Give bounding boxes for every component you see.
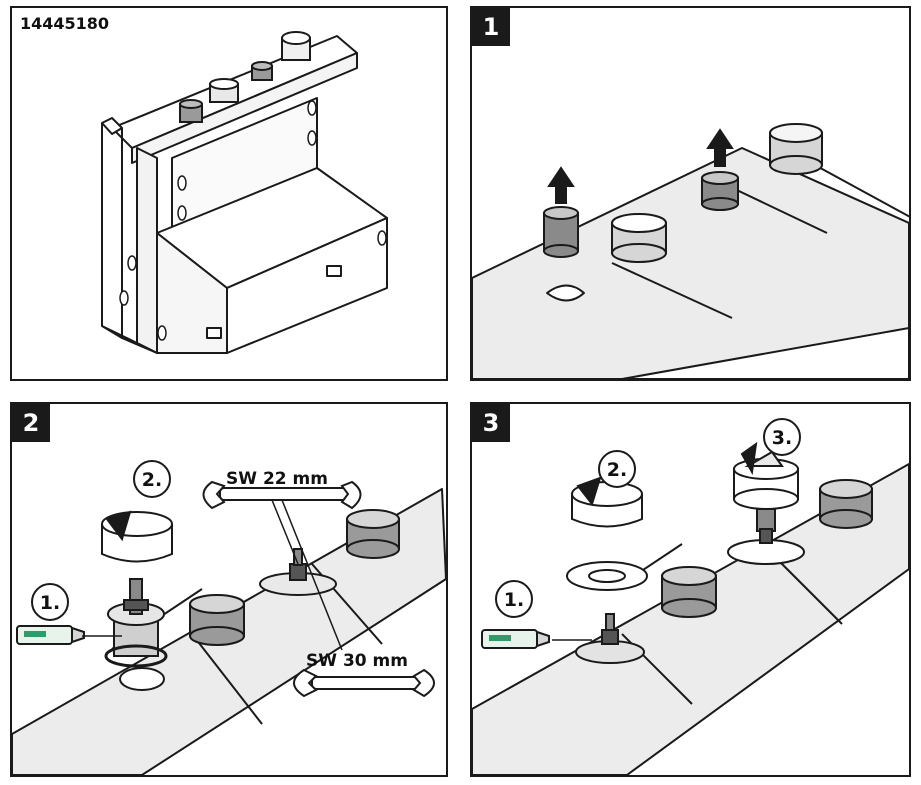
step-3-substep-2: 2. bbox=[607, 459, 627, 481]
substep-3-circle bbox=[763, 418, 801, 456]
deck-hole bbox=[119, 667, 165, 691]
step-2-substep-2: 2. bbox=[142, 469, 162, 491]
mounting-frame-illustration bbox=[101, 31, 388, 354]
wrench-30-jaw-right bbox=[412, 668, 435, 698]
article-number: 14445180 bbox=[20, 14, 110, 33]
wrench-30-jaw-left bbox=[293, 668, 318, 698]
step-2-substep-1: 1. bbox=[40, 592, 60, 614]
substep-1-circle bbox=[31, 583, 69, 621]
wrench-30-leader bbox=[281, 499, 343, 651]
wrench-30-handle bbox=[311, 676, 423, 690]
wrench-size-22: SW 22 mm bbox=[226, 469, 328, 489]
handle-lever bbox=[744, 450, 784, 467]
substep-1-circle bbox=[495, 580, 533, 618]
o-ring bbox=[104, 644, 168, 668]
rotate-arrow-icon-2 bbox=[740, 441, 758, 476]
step-3-substep-3: 3. bbox=[772, 427, 792, 449]
substep-2-circle bbox=[598, 450, 636, 488]
step-1-panel: 1 bbox=[470, 6, 911, 381]
step-3-substep-1: 1. bbox=[504, 589, 524, 611]
step-2-panel: 2. 1. bbox=[10, 402, 448, 777]
overview-panel: 14445180 bbox=[10, 6, 448, 381]
arrow-up-icon-2 bbox=[706, 128, 734, 167]
wrench-22-jaw-left bbox=[202, 480, 226, 510]
step-3-badge: 3 bbox=[472, 404, 510, 442]
arrow-up-icon bbox=[547, 166, 575, 204]
wrench-22-handle bbox=[219, 487, 351, 501]
wrench-size-30: SW 30 mm bbox=[306, 651, 408, 671]
step-2-illustration: 2. 1. bbox=[12, 460, 446, 775]
step-3-illustration: 2. 1. bbox=[472, 418, 909, 775]
step-1-badge: 1 bbox=[472, 8, 510, 46]
wrench-22-leader bbox=[271, 499, 299, 565]
substep-2-circle bbox=[133, 460, 171, 498]
step-3-panel: 2. 1. bbox=[470, 402, 911, 777]
wrench-22-jaw-right bbox=[340, 480, 362, 510]
rotate-arrow-icon bbox=[576, 476, 602, 507]
step-2-badge: 2 bbox=[12, 404, 50, 442]
rotate-arrow-icon bbox=[105, 510, 132, 542]
step-1-illustration bbox=[472, 123, 909, 379]
deck-hole bbox=[546, 284, 585, 302]
tile-floor bbox=[472, 147, 909, 379]
